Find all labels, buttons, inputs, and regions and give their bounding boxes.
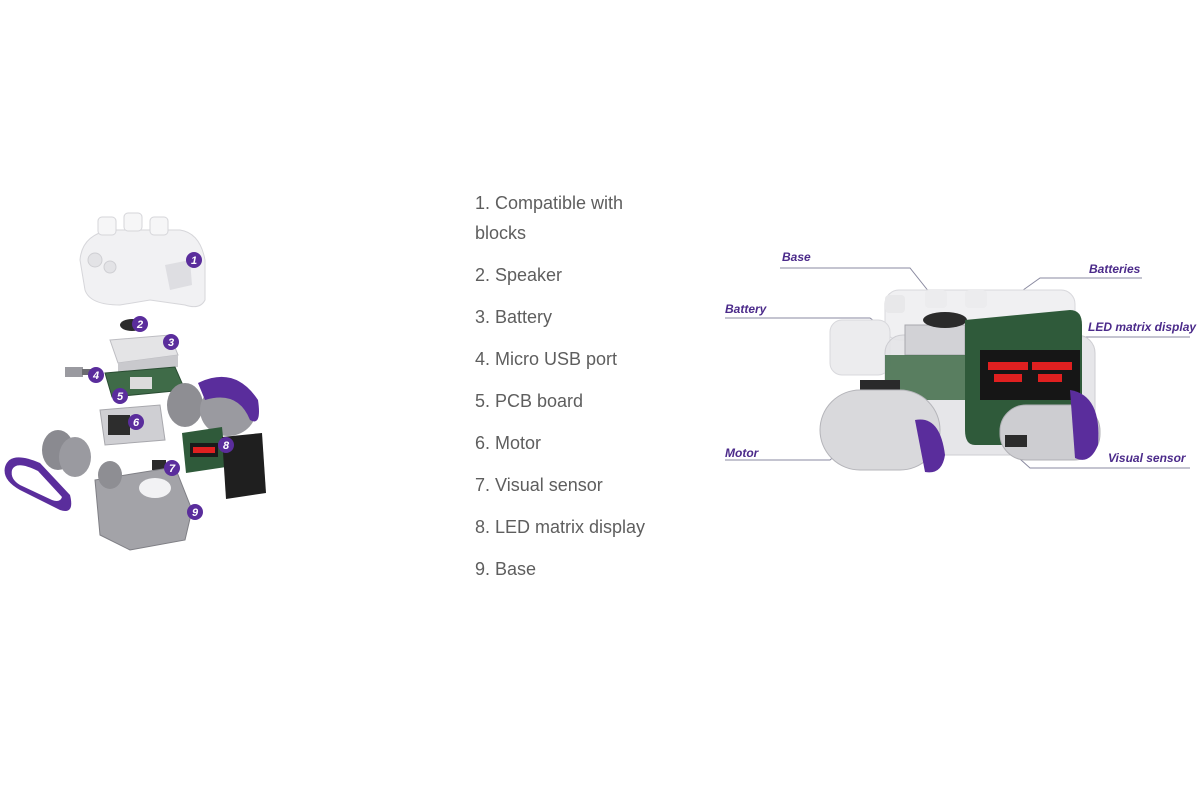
svg-text:5: 5 [117,391,124,403]
led-matrix-part [182,427,226,473]
marker-1: 1 [186,252,202,268]
callout-batteries: Batteries [1089,262,1141,276]
svg-text:9: 9 [192,507,199,519]
marker-3: 3 [163,334,179,350]
right-track [167,376,259,436]
visual-sensor-component [1005,435,1027,447]
parts-list-item: 5. PCB board [475,391,584,411]
callout-visual-sensor: Visual sensor [1108,451,1186,465]
svg-text:7: 7 [169,463,176,475]
battery-part [109,334,179,375]
parts-list-item: 3. Battery [475,307,553,327]
marker-9: 9 [187,504,203,520]
marker-4: 4 [88,367,104,383]
svg-text:6: 6 [133,417,140,429]
parts-list-item: 8. LED matrix display [475,517,646,537]
parts-list-item: 9. Base [475,559,537,579]
parts-list-item: 1. Compatible with blocks [475,193,624,243]
top-shell [79,212,206,308]
left-wheel-track [819,389,945,473]
marker-2: 2 [132,316,148,332]
marker-5: 5 [112,388,128,404]
svg-text:4: 4 [92,370,99,382]
usb-port [65,367,92,377]
visual-sensor-part [152,460,166,470]
parts-list-item: 6. Motor [475,433,542,453]
callout-base: Base [782,250,811,264]
marker-6: 6 [128,414,144,430]
parts-list-item: 4. Micro USB port [475,349,618,369]
callout-battery: Battery [725,302,767,316]
svg-text:1: 1 [191,255,197,267]
back-cover [222,433,266,499]
assembled-view-illustration [725,267,1190,473]
parts-list: 1. Compatible with blocks 2. Speaker 3. … [475,188,665,596]
svg-text:2: 2 [136,319,143,331]
svg-text:8: 8 [223,440,230,452]
base-part [94,461,193,551]
exploded-view-illustration: 1 2 3 4 5 6 7 8 9 [4,212,266,551]
left-track [4,430,91,511]
battery-component [904,312,967,356]
marker-7: 7 [164,460,180,476]
callout-led-matrix-display: LED matrix display [1088,320,1197,334]
callout-motor: Motor [725,446,759,460]
svg-text:3: 3 [168,337,174,349]
parts-list-item: 7. Visual sensor [475,475,603,495]
parts-list-item: 2. Speaker [475,265,563,285]
marker-8: 8 [218,437,234,453]
